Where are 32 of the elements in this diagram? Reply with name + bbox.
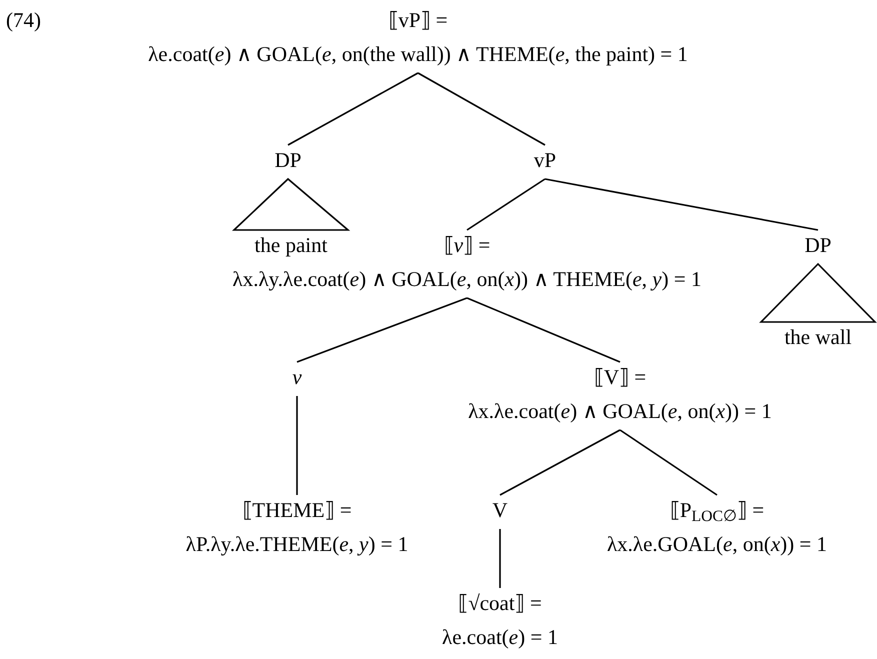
denotation-heading: ⟦THEME⟧ = bbox=[242, 497, 352, 524]
tree-branch bbox=[499, 529, 501, 588]
tree-node-label: vP bbox=[534, 147, 556, 174]
tree-node-label: DP bbox=[274, 147, 302, 174]
tree-node-label: V bbox=[492, 497, 508, 524]
denotation-heading: ⟦vP⟧ = bbox=[388, 7, 448, 34]
tree-branch bbox=[544, 178, 818, 231]
lambda-formula: λx.λe.GOAL(e, on(x)) = 1 bbox=[607, 531, 827, 558]
tree-node-label: the paint bbox=[254, 232, 328, 259]
lambda-formula: λe.coat(e) = 1 bbox=[442, 624, 558, 651]
lambda-formula: λx.λy.λe.coat(e) ∧ GOAL(e, on(x)) ∧ THEME(e, y) = 1 bbox=[232, 266, 702, 293]
denotation-heading: ⟦P$_{LOC∅}$⟧ = bbox=[670, 497, 764, 527]
lambda-formula: λx.λe.coat(e) ∧ GOAL(e, on(x)) = 1 bbox=[468, 398, 772, 425]
tree-branch bbox=[288, 72, 418, 146]
tree-branch bbox=[296, 297, 468, 363]
denotation-heading: ⟦√coat⟧ = bbox=[458, 590, 542, 617]
example-number: (74) bbox=[6, 7, 41, 34]
tree-branch bbox=[466, 178, 546, 231]
tree-branch bbox=[500, 429, 620, 496]
denotation-heading: ⟦V⟧ = bbox=[594, 364, 646, 391]
tree-branch bbox=[296, 396, 298, 495]
tree-branch bbox=[466, 297, 620, 363]
tree-node-label: DP bbox=[804, 232, 832, 259]
denotation-heading: ⟦v⟧ = bbox=[444, 232, 490, 259]
tree-branch bbox=[418, 72, 546, 146]
lambda-formula: λe.coat(e) ∧ GOAL(e, on(the wall)) ∧ THEME(e, the paint) = 1 bbox=[148, 41, 688, 68]
tree-node-label: v bbox=[292, 364, 302, 391]
tree-node-label: the wall bbox=[784, 324, 852, 351]
lambda-formula: λP.λy.λe.THEME(e, y) = 1 bbox=[186, 531, 408, 558]
triangle-branch bbox=[232, 178, 350, 231]
triangle-branch bbox=[759, 262, 877, 323]
tree-branch bbox=[620, 429, 718, 496]
